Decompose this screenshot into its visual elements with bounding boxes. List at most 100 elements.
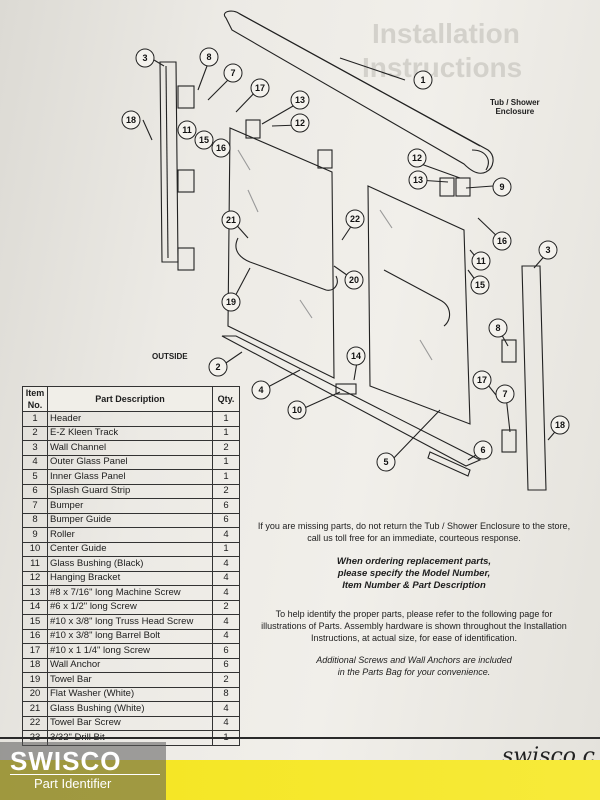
part-qty: 4 [212,556,240,572]
svg-text:18: 18 [126,115,136,125]
item-number: 6 [22,483,48,499]
part-qty: 1 [212,411,240,427]
part-description: Wall Anchor [47,657,213,673]
part-description: Center Guide [47,541,213,557]
callout-15a: 15 [194,130,214,150]
item-number: 4 [22,454,48,470]
additional-note: Additional Screws and Wall Anchors are i… [316,655,512,677]
part-qty: 4 [212,628,240,644]
item-number: 16 [22,628,48,644]
item-number: 18 [22,657,48,673]
callout-10: 10 [287,400,307,420]
outside-label: OUTSIDE [152,352,188,361]
item-number: 5 [22,469,48,485]
item-number: 9 [22,527,48,543]
svg-text:3: 3 [142,53,147,63]
callout-4: 4 [251,380,271,400]
part-qty: 2 [212,672,240,688]
watermark-rule [10,774,160,775]
callout-18b: 18 [550,415,570,435]
svg-text:12: 12 [295,118,305,128]
part-qty: 1 [212,469,240,485]
part-description: Bumper Guide [47,512,213,528]
missing-parts-note: If you are missing parts, do not return … [257,521,571,543]
callout-11b: 11 [471,251,491,271]
part-description: E-Z Kleen Track [47,425,213,441]
svg-text:10: 10 [292,405,302,415]
svg-text:22: 22 [350,214,360,224]
part-qty: 1 [212,425,240,441]
part-description: Outer Glass Panel [47,454,213,470]
callout-12a: 12 [290,113,310,133]
item-number: 22 [22,715,48,731]
svg-text:7: 7 [502,389,507,399]
item-number: 2 [22,425,48,441]
part-description: Splash Guard Strip [47,483,213,499]
footer-rule [0,737,600,739]
callout-15b: 15 [470,275,490,295]
callout-2: 2 [208,357,228,377]
svg-text:17: 17 [477,375,487,385]
callout-5: 5 [376,452,396,472]
identify-note: To help identify the proper parts, pleas… [261,609,567,643]
part-description: Glass Bushing (White) [47,701,213,717]
part-qty: 2 [212,599,240,615]
ghost-title-1: Installation [372,18,520,49]
item-number: 20 [22,686,48,702]
right-wall-channel [521,265,547,491]
part-description: Inner Glass Panel [47,469,213,485]
svg-text:13: 13 [413,175,423,185]
part-qty: 4 [212,527,240,543]
part-qty: 6 [212,512,240,528]
callout-13b: 13 [408,170,428,190]
item-number: 13 [22,585,48,601]
part-description: Wall Channel [47,440,213,456]
part-description: Hanging Bracket [47,570,213,586]
callout-18a: 18 [121,110,141,130]
svg-text:14: 14 [351,351,361,361]
part-description: #10 x 3/8" long Barrel Bolt [47,628,213,644]
part-description: Glass Bushing (Black) [47,556,213,572]
callout-8b: 8 [488,318,508,338]
callout-16a: 16 [211,138,231,158]
item-number: 21 [22,701,48,717]
callout-17b: 17 [472,370,492,390]
part-description: Towel Bar Screw [47,715,213,731]
callout-3b: 3 [538,240,558,260]
item-number: 19 [22,672,48,688]
svg-text:16: 16 [497,236,507,246]
part-qty: 4 [212,614,240,630]
callout-13a: 13 [290,90,310,110]
svg-text:18: 18 [555,420,565,430]
callout-17a: 17 [250,78,270,98]
part-description: Header [47,411,213,427]
part-description: #6 x 1/2" long Screw [47,599,213,615]
outer-glass-panel [227,127,335,379]
col-item-no: Item No. [22,386,48,412]
item-number: 12 [22,570,48,586]
callout-9: 9 [492,177,512,197]
ez-kleen-track [221,335,482,467]
ghost-title-2: Instructions [362,52,523,83]
svg-text:4: 4 [258,385,263,395]
callout-12b: 12 [407,148,427,168]
part-qty: 1 [212,454,240,470]
callout-21: 21 [221,210,241,230]
item-number: 17 [22,643,48,659]
part-description: Towel Bar [47,672,213,688]
part-description: Flat Washer (White) [47,686,213,702]
callout-1: 1 [413,70,433,90]
svg-text:11: 11 [476,256,486,266]
callout-3a: 3 [135,48,155,68]
outer-towel-bar [235,237,338,291]
